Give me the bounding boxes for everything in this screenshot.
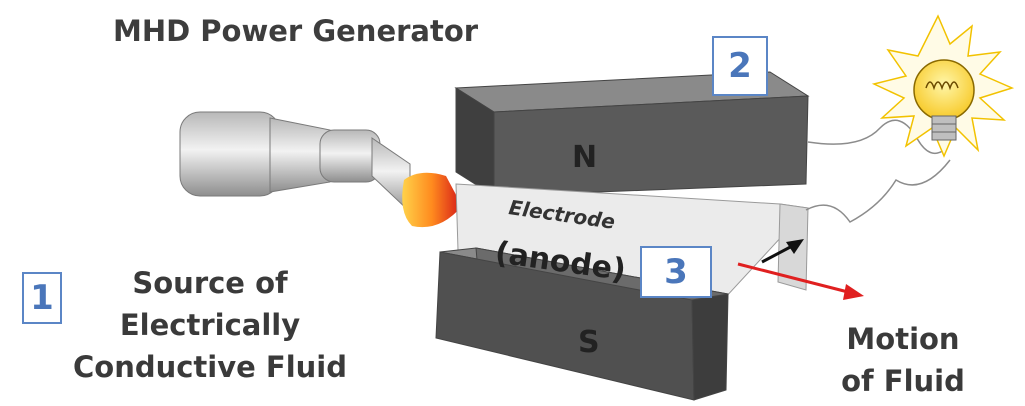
motion-label-line-1: Motion: [846, 322, 960, 356]
marker-1: 1: [22, 272, 62, 324]
source-label-line-1: Source of: [132, 266, 288, 300]
marker-3: 3: [640, 246, 712, 298]
north-magnet: [454, 71, 810, 197]
source-label: Source of Electrically Conductive Fluid: [60, 262, 360, 388]
current-arrow: [761, 239, 804, 264]
marker-2: 2: [712, 36, 768, 96]
source-label-line-3: Conductive Fluid: [72, 350, 347, 384]
south-label: S: [578, 325, 600, 360]
fluid-jet: [402, 172, 462, 228]
motion-label-line-2: of Fluid: [841, 364, 965, 398]
diagram-title: MHD Power Generator: [113, 14, 479, 48]
wire-bottom: [805, 159, 951, 223]
north-label: N: [572, 140, 597, 175]
wire-top: [807, 119, 945, 155]
nozzle: [179, 111, 411, 214]
motion-label: Motion of Fluid: [818, 318, 988, 402]
fluid-motion-arrow: [737, 262, 864, 300]
source-label-line-2: Electrically: [119, 308, 301, 342]
light-bulb-icon: [871, 14, 1015, 158]
